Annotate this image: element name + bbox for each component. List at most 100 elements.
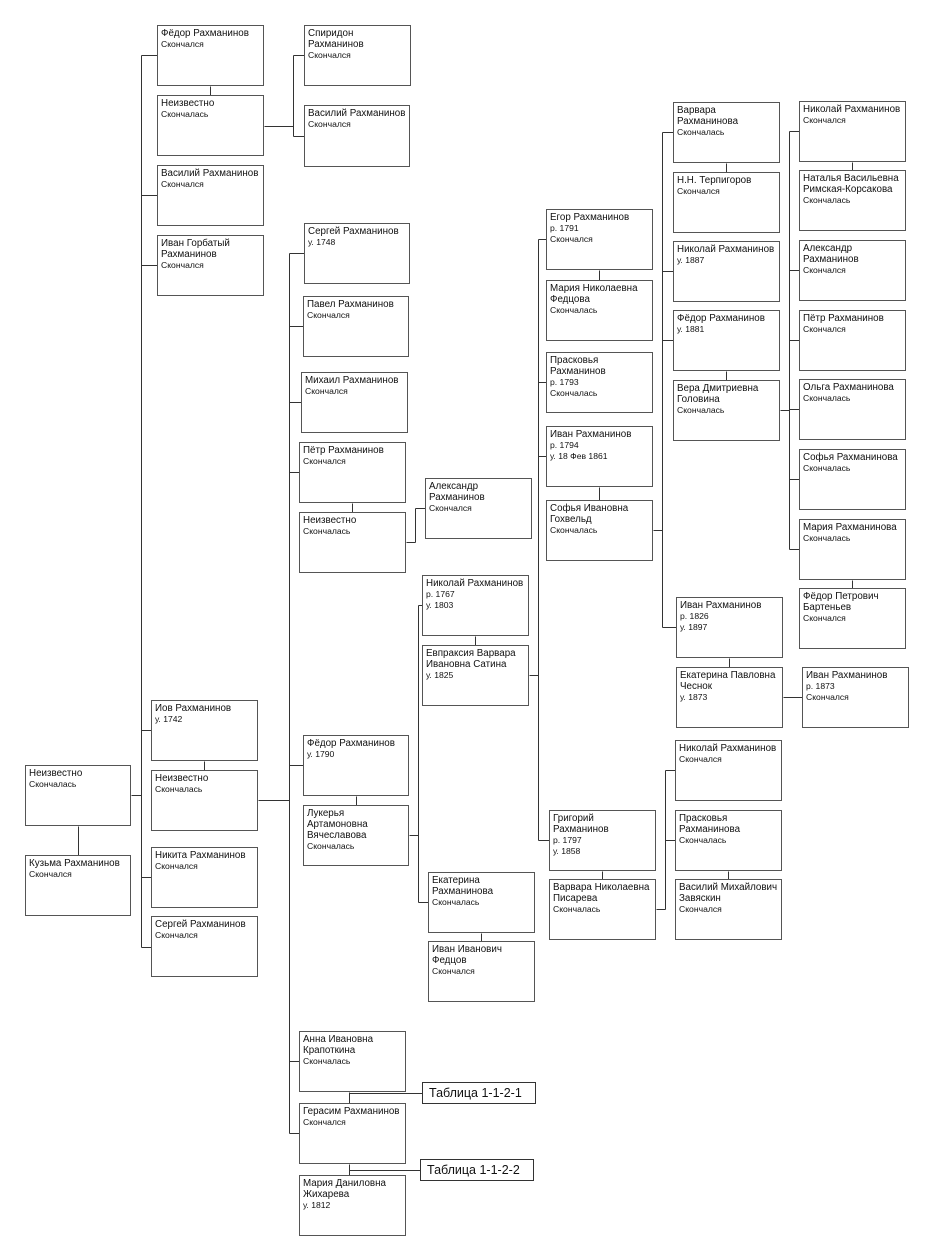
person-detail: у. 1897 xyxy=(680,622,708,632)
person-name: Николай Рахманинов xyxy=(803,104,901,115)
person-name: Иван Горбатый Рахманинов xyxy=(161,238,230,260)
person-detail: р. 1794 xyxy=(550,440,579,450)
person-name: Прасковья Рахманинов xyxy=(550,355,606,377)
person-detail: Скончался xyxy=(803,265,846,275)
person-detail: Скончался xyxy=(303,1117,346,1127)
person-name: Прасковья Рахманинова xyxy=(679,813,741,835)
person-detail: у. 1803 xyxy=(426,600,454,610)
person-name: Иов Рахманинов xyxy=(155,703,232,714)
person-detail: Скончался xyxy=(803,324,846,334)
person-detail: Скончалась xyxy=(679,835,727,845)
person-detail: Скончался xyxy=(803,115,846,125)
person-name: Мария Даниловна Жихарева xyxy=(303,1178,386,1200)
person-detail: у. 1742 xyxy=(155,714,183,724)
person-detail: Скончалась xyxy=(803,463,851,473)
person-detail: Скончался xyxy=(679,754,722,764)
person-detail: Скончалась xyxy=(550,525,598,535)
person-name: Екатерина Рахманинова xyxy=(432,875,494,897)
table-reference-t2[interactable]: Таблица 1-1-2-2 xyxy=(420,1159,534,1181)
person-detail: Скончался xyxy=(432,966,475,976)
person-detail: р. 1826 xyxy=(680,611,709,621)
person-detail: р. 1767 xyxy=(426,589,455,599)
person-detail: Скончался xyxy=(429,503,472,513)
person-detail: Скончался xyxy=(305,386,348,396)
person-detail: Скончался xyxy=(303,456,346,466)
person-detail: Скончалась xyxy=(803,533,851,543)
person-name: Никита Рахманинов xyxy=(155,850,246,861)
person-name: Александр Рахманинов xyxy=(429,481,485,503)
person-name: Варвара Николаевна Писарева xyxy=(553,882,650,904)
person-name: Фёдор Рахманинов xyxy=(161,28,249,39)
person-detail: у. 1887 xyxy=(677,255,705,265)
person-detail: Скончался xyxy=(155,861,198,871)
table-reference-t1[interactable]: Таблица 1-1-2-1 xyxy=(422,1082,536,1104)
person-detail: Скончался xyxy=(161,260,204,270)
person-name: Неизвестно xyxy=(161,98,215,109)
person-detail: Скончался xyxy=(679,904,722,914)
person-name: Иван Рахманинов xyxy=(680,600,762,611)
person-detail: Скончалась xyxy=(677,405,725,415)
person-name: Ольга Рахманинова xyxy=(803,382,894,393)
person-detail: р. 1793 xyxy=(550,377,579,387)
person-name: Фёдор Рахманинов xyxy=(307,738,395,749)
person-name: Николай Рахманинов xyxy=(677,244,775,255)
person-detail: Скончалась xyxy=(29,779,77,789)
person-name: Лукерья Артамоновна Вячеславова xyxy=(307,808,368,841)
person-detail: у. 1790 xyxy=(307,749,335,759)
